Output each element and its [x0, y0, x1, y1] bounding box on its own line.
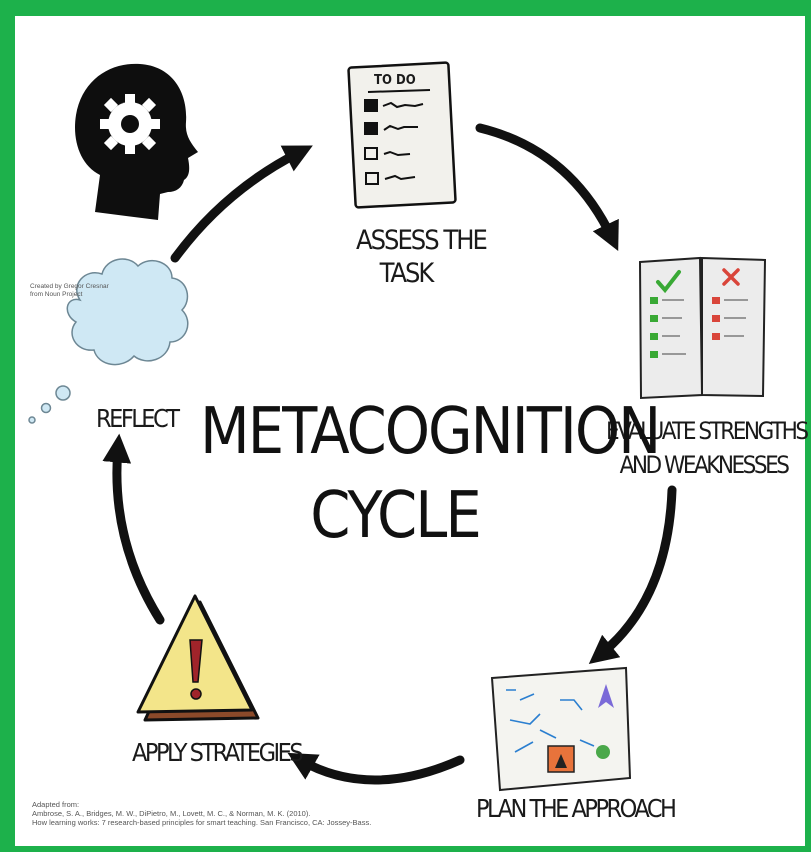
icon-credit: Created by Gregor Cresnar from Noun Proj… — [30, 283, 109, 299]
icon-credit-line1: Created by Gregor Cresnar — [30, 283, 109, 290]
citation: Adapted from: Ambrose, S. A., Bridges, M… — [32, 800, 371, 827]
step-plan-label: PLAN THE APPROACH — [476, 794, 677, 823]
todo-list-icon — [347, 61, 457, 209]
warning-icon — [136, 594, 260, 722]
arrow-plan-to-apply — [287, 752, 465, 785]
plan-map-icon — [490, 666, 632, 792]
arrow-apply-to-reflect — [102, 433, 165, 625]
title-line2: CYCLE — [310, 479, 481, 553]
thought-cloud-icon — [28, 258, 189, 424]
head-gear-icon — [75, 63, 198, 220]
arrow-assess-to-evaluate — [475, 123, 619, 251]
citation-line2: Ambrose, S. A., Bridges, M. W., DiPietro… — [32, 809, 311, 818]
step-evaluate-line1: EVALUATE STRENGTHS — [606, 417, 809, 445]
step-assess-line2: TASK — [379, 258, 435, 289]
step-assess-label: ASSESS THE TASK — [356, 224, 488, 290]
step-reflect-label: REFLECT — [96, 404, 180, 433]
cycle-arrows — [102, 123, 677, 785]
citation-line3: How learning works: 7 research-based pri… — [32, 818, 372, 827]
diagram-title: METACOGNITION CYCLE — [200, 390, 661, 558]
step-evaluate-label: EVALUATE STRENGTHS AND WEAKNESSES — [606, 414, 809, 482]
todo-header: TO DO — [374, 73, 416, 88]
citation-line1: Adapted from: — [32, 800, 80, 809]
title-line1: METACOGNITION — [200, 395, 661, 469]
arrow-reflect-to-assess — [170, 145, 313, 263]
step-assess-line1: ASSESS THE — [356, 225, 488, 256]
arrow-evaluate-to-plan — [588, 485, 677, 665]
icon-credit-line2: from Noun Project — [30, 291, 83, 298]
step-evaluate-line2: AND WEAKNESSES — [619, 451, 790, 479]
step-apply-label: APPLY STRATEGIES — [132, 738, 304, 767]
strengths-weaknesses-icon — [638, 256, 767, 400]
